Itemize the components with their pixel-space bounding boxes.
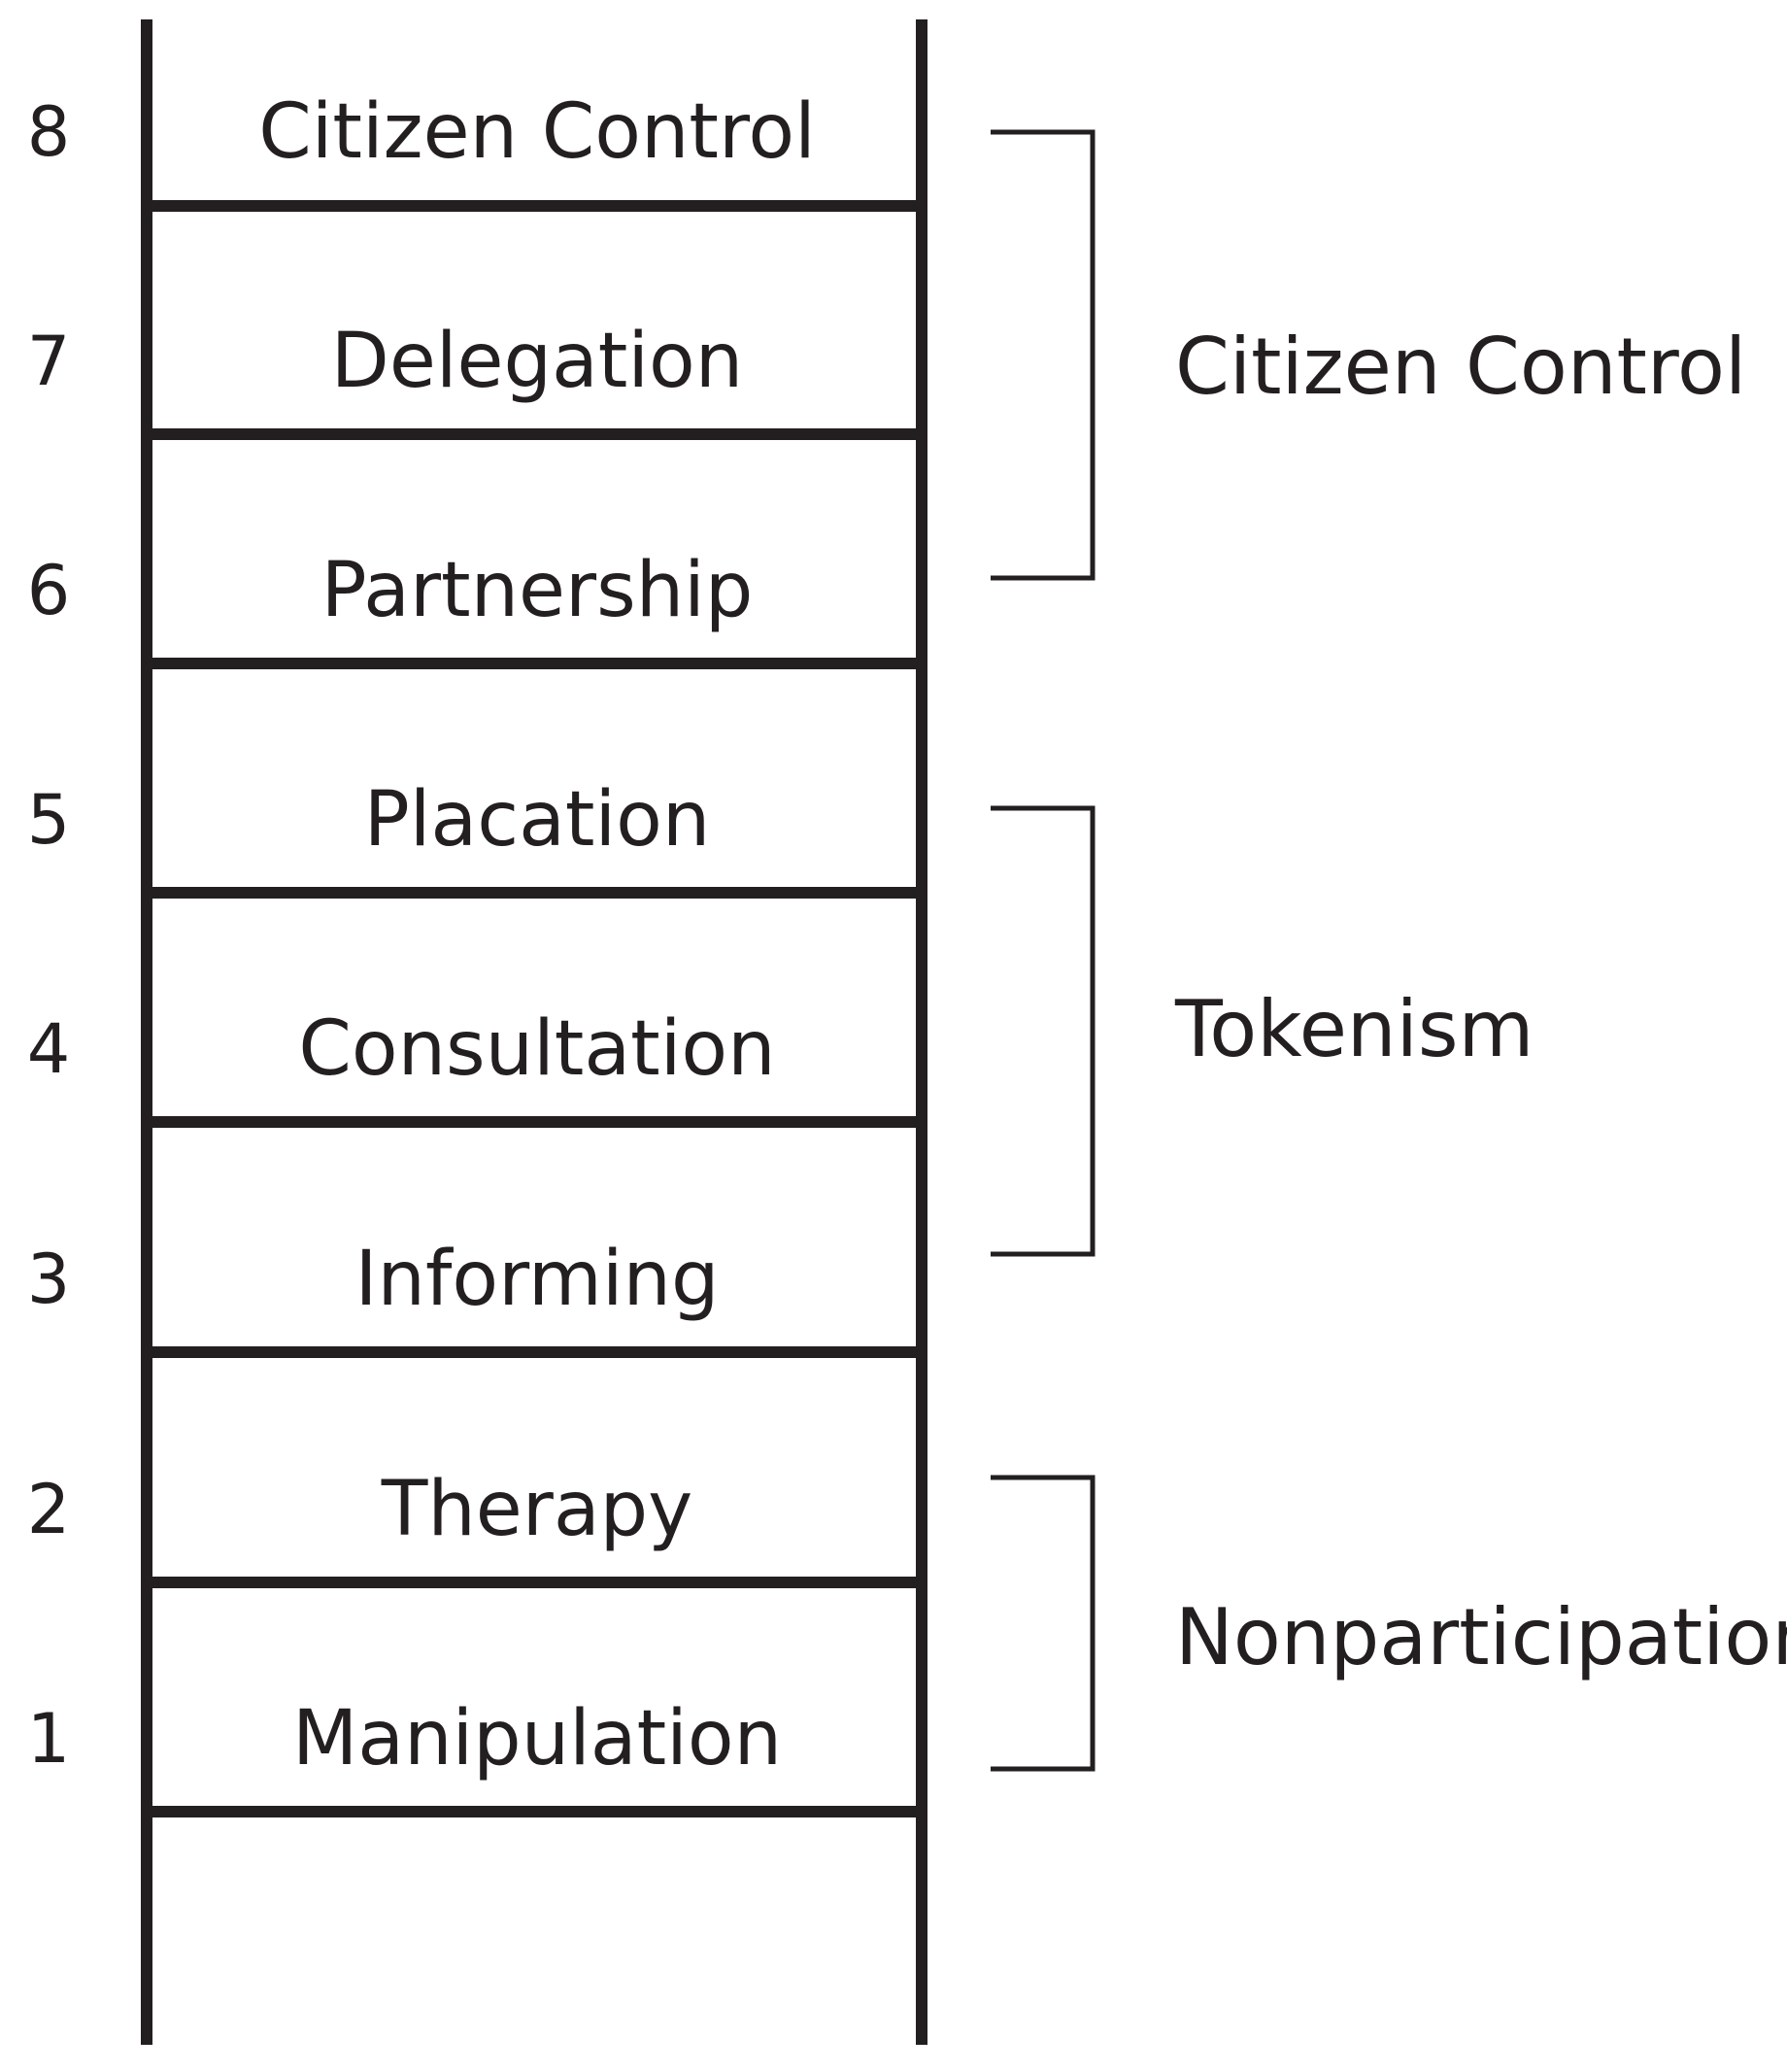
bracket-nonparticipation	[991, 1475, 1096, 1772]
bracket-tokenism	[991, 805, 1096, 1257]
rung-number-7: 7	[27, 322, 71, 401]
rung-label-3: Informing	[355, 1236, 720, 1323]
rung-label-7: Delegation	[331, 318, 743, 405]
ladder-rung-dividers	[147, 200, 922, 1817]
rung-number-6: 6	[27, 551, 71, 630]
group-label-nonparticipation: Nonparticipation	[1175, 1592, 1787, 1682]
rung-number-1: 1	[27, 1699, 71, 1779]
rung-number-4: 4	[27, 1009, 71, 1089]
rung-number-8: 8	[27, 92, 71, 172]
rung-number-3: 3	[27, 1240, 71, 1319]
rung-label-5: Placation	[364, 776, 711, 864]
rung-label-8: Citizen Control	[258, 88, 816, 176]
bracket-citizen-control	[991, 129, 1096, 581]
rung-labels: Citizen Control Delegation Partnership P…	[258, 88, 816, 1783]
rung-numbers: 8 7 6 5 4 3 2 1	[27, 92, 71, 1779]
rung-label-2: Therapy	[381, 1466, 693, 1553]
rung-number-2: 2	[27, 1470, 71, 1549]
rung-number-5: 5	[27, 780, 71, 860]
group-label-citizen-control: Citizen Control	[1175, 322, 1746, 412]
group-label-tokenism: Tokenism	[1174, 984, 1534, 1074]
rung-label-6: Partnership	[321, 547, 754, 634]
rung-label-4: Consultation	[298, 1005, 775, 1093]
rung-label-1: Manipulation	[292, 1695, 782, 1783]
